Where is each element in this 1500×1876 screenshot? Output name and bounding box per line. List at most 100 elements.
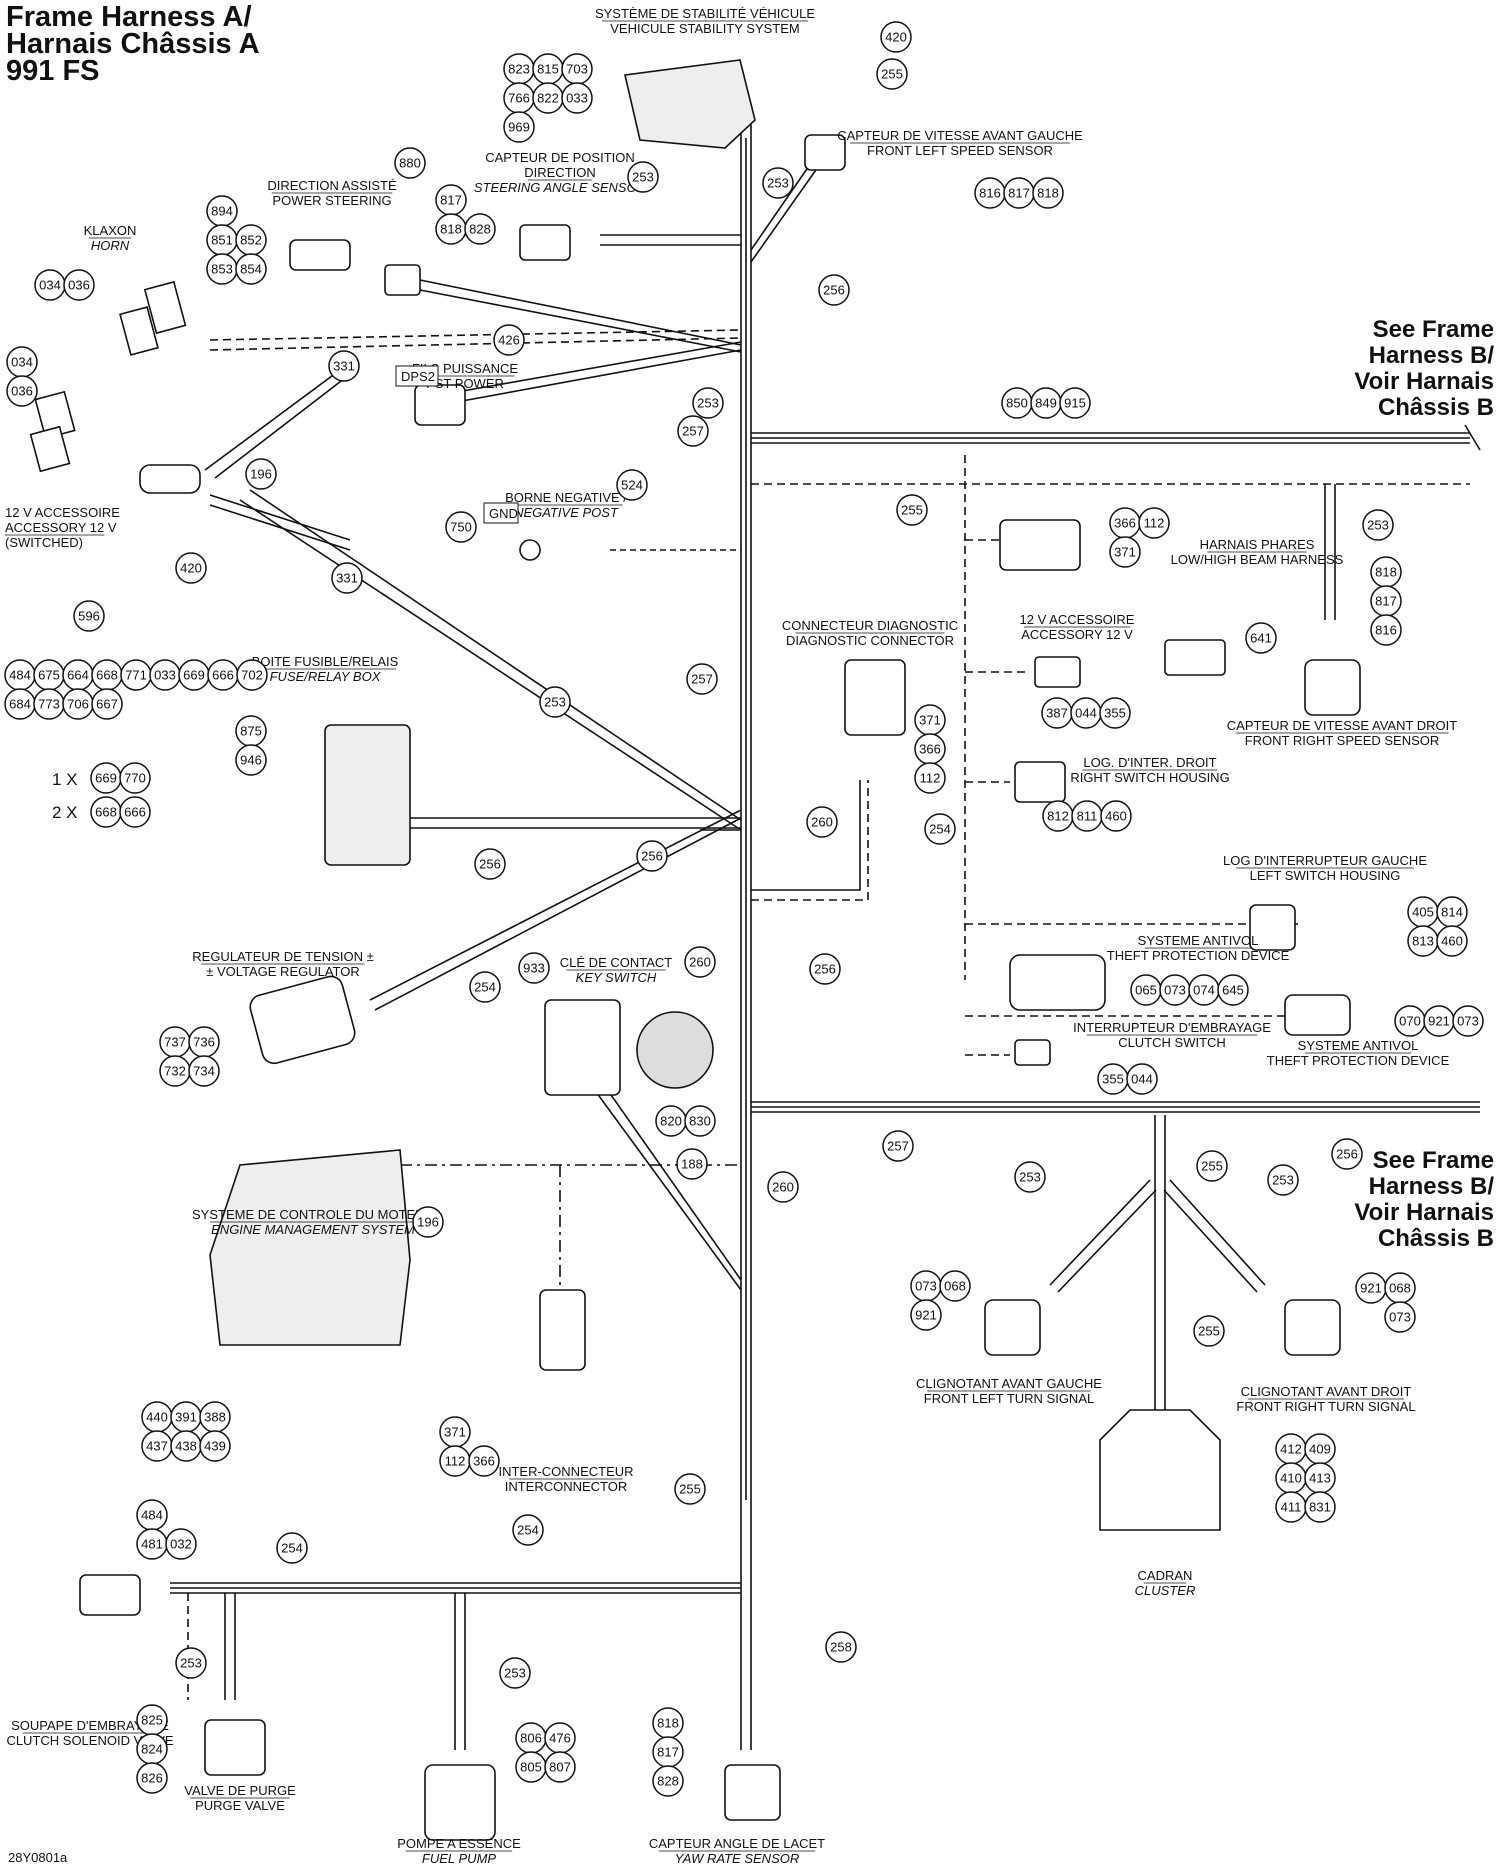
label-line: REGULATEUR DE TENSION ± bbox=[192, 949, 373, 964]
label-line: CLÉ DE CONTACT bbox=[560, 955, 672, 970]
steering-sensor-shape bbox=[519, 224, 571, 261]
callout-circle bbox=[652, 1765, 684, 1797]
callout-number: 355 bbox=[1102, 1072, 1124, 1087]
callout-c_596: 596 bbox=[73, 600, 105, 632]
power-steering-shape bbox=[289, 239, 351, 271]
interconnector-shape bbox=[539, 1289, 586, 1371]
label-line: CAPTEUR DE POSITION bbox=[485, 150, 635, 165]
bottom-branch-wire bbox=[170, 1582, 741, 1594]
callout-c_253e: 253 bbox=[539, 686, 571, 718]
callout-circle bbox=[474, 848, 506, 880]
callout-circle bbox=[1126, 1063, 1158, 1095]
callout-number: 044 bbox=[1075, 706, 1097, 721]
callout-number: 703 bbox=[566, 62, 588, 77]
callout-number: 675 bbox=[38, 668, 60, 683]
callout-number: 816 bbox=[979, 186, 1001, 201]
callout-number: 440 bbox=[146, 1410, 168, 1425]
callout-number: 409 bbox=[1309, 1442, 1331, 1457]
label-line: STEERING ANGLE SENSOR bbox=[474, 180, 646, 195]
label-line: FILS PUISSANCE bbox=[412, 361, 519, 376]
callout-number: 771 bbox=[125, 668, 147, 683]
callout-number: 816 bbox=[1375, 623, 1397, 638]
label-line: LOG. D'INTER. DROIT bbox=[1083, 755, 1216, 770]
acc12b-connector bbox=[1034, 656, 1081, 688]
label-gnd: BORNE NEGATIVE /NEGATIVE POST bbox=[505, 490, 627, 520]
callout-number: 830 bbox=[689, 1114, 711, 1129]
callout-number: 371 bbox=[444, 1425, 466, 1440]
callout-number: 770 bbox=[124, 771, 146, 786]
callout-number: 371 bbox=[919, 713, 941, 728]
callout-number: 524 bbox=[621, 478, 643, 493]
callout-number: 420 bbox=[180, 561, 202, 576]
see-ref-line: Voir Harnais bbox=[1354, 1199, 1494, 1226]
callout-number: 820 bbox=[660, 1114, 682, 1129]
callout-circle bbox=[1245, 622, 1277, 654]
label-line: CAPTEUR ANGLE DE LACET bbox=[649, 1836, 825, 1851]
callout-number: 664 bbox=[67, 668, 89, 683]
callout-number: 366 bbox=[1114, 516, 1136, 531]
label-line: CLIGNOTANT AVANT DROIT bbox=[1241, 1384, 1412, 1399]
label-line: CLUSTER bbox=[1135, 1583, 1196, 1598]
component-shapes bbox=[29, 59, 1361, 1841]
callout-circle bbox=[119, 762, 151, 794]
horn-connector-a bbox=[143, 280, 187, 335]
callout-number: 812 bbox=[1047, 809, 1069, 824]
callout-c_256e: 256 bbox=[1331, 1138, 1363, 1170]
horn-wire bbox=[209, 329, 742, 351]
label-line: KLAXON bbox=[84, 223, 137, 238]
tag-gndtag: GND bbox=[483, 502, 519, 524]
see-ref-line: Voir Harnais bbox=[1354, 368, 1494, 395]
callout-number: 410 bbox=[1280, 1471, 1302, 1486]
callout-circle bbox=[499, 1657, 531, 1689]
multiplier-m2: 2 X bbox=[52, 803, 78, 822]
label-line: FRONT RIGHT TURN SIGNAL bbox=[1236, 1399, 1415, 1414]
label-line: THEFT PROTECTION DEVICE bbox=[1267, 1053, 1450, 1068]
callout-circle bbox=[1304, 1491, 1336, 1523]
callout-number: 254 bbox=[929, 822, 951, 837]
callout-number: 253 bbox=[632, 170, 654, 185]
callout-circle bbox=[63, 269, 95, 301]
fuel-wire bbox=[454, 1593, 466, 1750]
label-line: SYSTEME ANTIVOL bbox=[1138, 933, 1259, 948]
callout-circle bbox=[136, 1762, 168, 1794]
callout-number: 258 bbox=[830, 1640, 852, 1655]
callout-circle bbox=[1193, 1315, 1225, 1347]
callout-circle bbox=[1452, 1005, 1484, 1037]
yaw-sensor-shape bbox=[724, 1764, 781, 1821]
ps-plug-shape bbox=[384, 264, 421, 296]
label-line: INTERCONNECTOR bbox=[505, 1479, 628, 1494]
rsw-connector-shape bbox=[1014, 761, 1066, 803]
frs-connector-shape bbox=[1304, 659, 1361, 716]
label-line: CLUTCH SOLENOID VALVE bbox=[6, 1733, 173, 1748]
callout-number: 476 bbox=[549, 1731, 571, 1746]
label-line: LOW/HIGH BEAM HARNESS bbox=[1171, 552, 1344, 567]
diag-connector-shape bbox=[844, 659, 906, 736]
callout-c_524: 524 bbox=[616, 469, 648, 501]
callout-number: 828 bbox=[657, 1774, 679, 1789]
callout-number: 773 bbox=[38, 697, 60, 712]
callout-number: 831 bbox=[1309, 1500, 1331, 1515]
callout-circle bbox=[245, 458, 277, 490]
callout-circle bbox=[806, 806, 838, 838]
callout-number: 596 bbox=[78, 609, 100, 624]
callout-number: 188 bbox=[681, 1157, 703, 1172]
tag-text: DPS2 bbox=[401, 369, 435, 384]
callout-number: 355 bbox=[1104, 706, 1126, 721]
callout-number: 823 bbox=[508, 62, 530, 77]
callout-number: 484 bbox=[141, 1508, 163, 1523]
callout-circle bbox=[880, 21, 912, 53]
